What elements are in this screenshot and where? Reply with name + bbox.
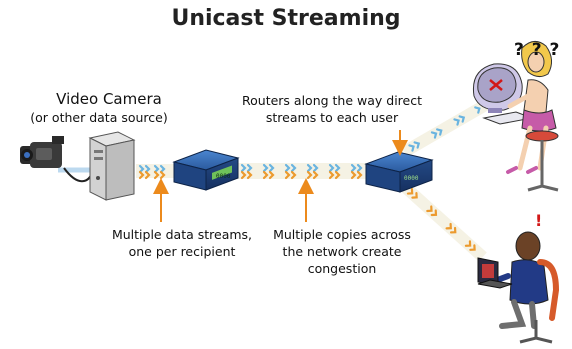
stream-router1-router2 <box>236 163 374 180</box>
congestion-line-2: the network create <box>282 244 402 259</box>
question-marks: ? ? ? <box>514 40 561 60</box>
page-title: Unicast Streaming <box>171 6 401 31</box>
confused-user-illustration <box>472 41 559 192</box>
router-1-display: 0000 <box>216 173 231 180</box>
laptop-icon <box>477 257 513 289</box>
video-camera-icon <box>20 136 93 182</box>
routers-annotation: Routers along the way direct streams to … <box>222 92 442 126</box>
annotation-arrows <box>153 130 408 222</box>
router-2-icon: 0000 <box>364 151 434 193</box>
alert-user-illustration <box>477 231 560 344</box>
camera-sublabel: (or other data source) <box>30 110 168 125</box>
routers-annotation-line-2: streams to each user <box>265 110 399 125</box>
stool-icon <box>525 130 559 192</box>
man-figure <box>489 231 549 329</box>
imac-icon <box>472 63 534 125</box>
camera-label: Video Camera <box>56 90 162 108</box>
computer-tower-icon <box>88 131 136 201</box>
multiple-streams-line-1: Multiple data streams, <box>111 227 253 242</box>
router-2-display: 0000 <box>404 175 419 182</box>
exclamation-mark: ! <box>535 211 543 230</box>
multiple-streams-line-2: one per recipient <box>128 244 236 259</box>
stream-pc-router1 <box>136 164 180 180</box>
stream-router2-user-top <box>401 96 494 158</box>
routers-annotation-line-1: Routers along the way direct <box>242 93 422 108</box>
congestion-line-1: Multiple copies across <box>273 227 411 242</box>
congestion-annotation: Multiple copies across the network creat… <box>252 226 432 277</box>
congestion-line-3: congestion <box>307 261 377 276</box>
stream-router2-user-bottom <box>399 181 487 262</box>
router-1-icon: 0000 <box>172 149 240 191</box>
office-chair-icon <box>519 259 560 344</box>
woman-figure <box>506 41 557 174</box>
multiple-streams-annotation: Multiple data streams, one per recipient <box>82 226 282 260</box>
